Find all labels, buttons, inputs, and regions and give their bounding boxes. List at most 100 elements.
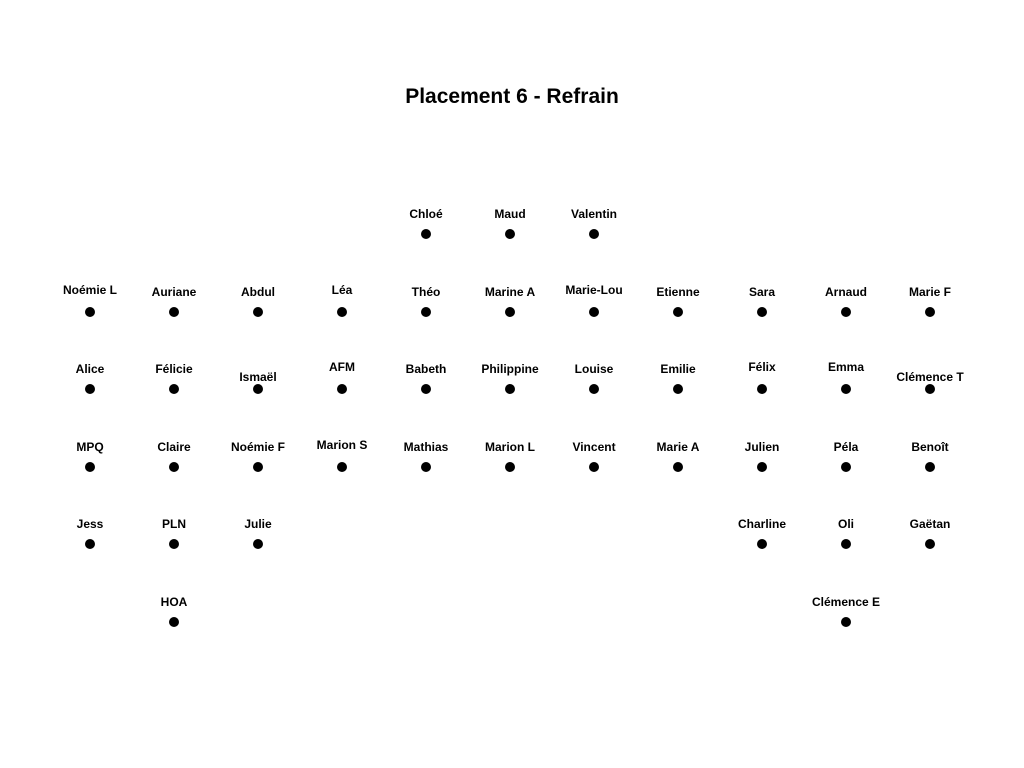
seat-dot bbox=[673, 462, 683, 472]
seat-name: Clémence T bbox=[896, 370, 964, 384]
seat-dot bbox=[925, 384, 935, 394]
seat: Etienne bbox=[618, 282, 738, 322]
seat: Babeth bbox=[366, 359, 486, 399]
seat-dot bbox=[85, 307, 95, 317]
seat: Léa bbox=[282, 282, 402, 322]
seat-name: Sara bbox=[748, 285, 776, 299]
seat: PLN bbox=[114, 514, 234, 554]
seat: Gaëtan bbox=[870, 514, 990, 554]
seat: Marion S bbox=[282, 437, 402, 477]
seat-dot bbox=[841, 462, 851, 472]
seat: Sara bbox=[702, 282, 822, 322]
seat-name: Félix bbox=[748, 360, 776, 374]
seat-dot bbox=[169, 384, 179, 394]
seat-dot bbox=[589, 384, 599, 394]
seat-dot bbox=[337, 307, 347, 317]
seat-dot bbox=[589, 462, 599, 472]
seat-dot bbox=[925, 307, 935, 317]
seat: Julien bbox=[702, 437, 822, 477]
seat-name: Charline bbox=[737, 517, 786, 531]
seat: Théo bbox=[366, 282, 486, 322]
seat-dot bbox=[505, 229, 515, 239]
seat-name: Péla bbox=[833, 440, 859, 454]
seat-name: Maud bbox=[494, 207, 526, 221]
seat-dot bbox=[421, 307, 431, 317]
seat-dot bbox=[841, 307, 851, 317]
seat: AFM bbox=[282, 359, 402, 399]
seat-name: Vincent bbox=[572, 440, 616, 454]
seat: HOA bbox=[114, 592, 234, 632]
seat-dot bbox=[589, 229, 599, 239]
seat: Ismaël bbox=[198, 359, 318, 399]
seat-name: Emma bbox=[827, 360, 865, 374]
seat-dot bbox=[673, 307, 683, 317]
seat-name: Oli bbox=[837, 517, 854, 531]
seat-dot bbox=[169, 462, 179, 472]
seat-dot bbox=[757, 462, 767, 472]
seat: Charline bbox=[702, 514, 822, 554]
seat-name: Etienne bbox=[656, 285, 700, 299]
seat-name: Valentin bbox=[570, 207, 617, 221]
seat: Félicie bbox=[114, 359, 234, 399]
seat-name: Ismaël bbox=[239, 370, 277, 384]
seat: Jess bbox=[30, 514, 150, 554]
seat-name: Marion L bbox=[485, 440, 535, 454]
seat-name: Mathias bbox=[403, 440, 449, 454]
seat-name: Julien bbox=[744, 440, 780, 454]
seat-dot bbox=[757, 307, 767, 317]
seat: Clémence T bbox=[870, 359, 990, 399]
seat-name: Philippine bbox=[481, 362, 539, 376]
page-title: Placement 6 - Refrain bbox=[405, 85, 619, 108]
seat-dot bbox=[169, 617, 179, 627]
seat-name: PLN bbox=[162, 517, 186, 531]
seat-name: Alice bbox=[75, 362, 105, 376]
seat: MPQ bbox=[30, 437, 150, 477]
seat-name: Arnaud bbox=[825, 285, 867, 299]
seat-dot bbox=[757, 539, 767, 549]
seat-name: Babeth bbox=[405, 362, 447, 376]
seat: Marion L bbox=[450, 437, 570, 477]
seat-name: Gaëtan bbox=[909, 517, 951, 531]
seat-dot bbox=[841, 539, 851, 549]
seat-dot bbox=[85, 384, 95, 394]
seat-dot bbox=[337, 384, 347, 394]
seat-name: Marine A bbox=[484, 285, 536, 299]
seat-name: Clémence E bbox=[811, 595, 881, 609]
seat-name: Marie A bbox=[656, 440, 700, 454]
seat-dot bbox=[421, 384, 431, 394]
seat: Marine A bbox=[450, 282, 570, 322]
seat: Oli bbox=[786, 514, 906, 554]
seat-dot bbox=[253, 384, 263, 394]
seat: Vincent bbox=[534, 437, 654, 477]
seat-name: Chloé bbox=[409, 207, 443, 221]
seat-dot bbox=[253, 539, 263, 549]
seat: Péla bbox=[786, 437, 906, 477]
seat: Alice bbox=[30, 359, 150, 399]
seat: Emma bbox=[786, 359, 906, 399]
seat: Noémie L bbox=[30, 282, 150, 322]
seat-name: Noémie F bbox=[230, 440, 285, 454]
seat: Marie F bbox=[870, 282, 990, 322]
seat: Maud bbox=[450, 204, 570, 244]
seat: Chloé bbox=[366, 204, 486, 244]
seat: Marie-Lou bbox=[534, 282, 654, 322]
seat: Clémence E bbox=[786, 592, 906, 632]
seat-dot bbox=[337, 462, 347, 472]
seat-dot bbox=[169, 307, 179, 317]
seat: Julie bbox=[198, 514, 318, 554]
seat-name: Marie-Lou bbox=[565, 283, 623, 297]
seat-name: Jess bbox=[76, 517, 104, 531]
seat: Philippine bbox=[450, 359, 570, 399]
seat-name: Marie F bbox=[908, 285, 951, 299]
seat-name: Abdul bbox=[241, 285, 275, 299]
seat-name: Benoît bbox=[911, 440, 949, 454]
seat-dot bbox=[841, 384, 851, 394]
seat-name: Félicie bbox=[155, 362, 193, 376]
seat-name: HOA bbox=[160, 595, 188, 609]
seat-dot bbox=[925, 539, 935, 549]
seat-dot bbox=[673, 384, 683, 394]
seat: Arnaud bbox=[786, 282, 906, 322]
seat-dot bbox=[589, 307, 599, 317]
seat-name: Emilie bbox=[660, 362, 696, 376]
seat: Auriane bbox=[114, 282, 234, 322]
